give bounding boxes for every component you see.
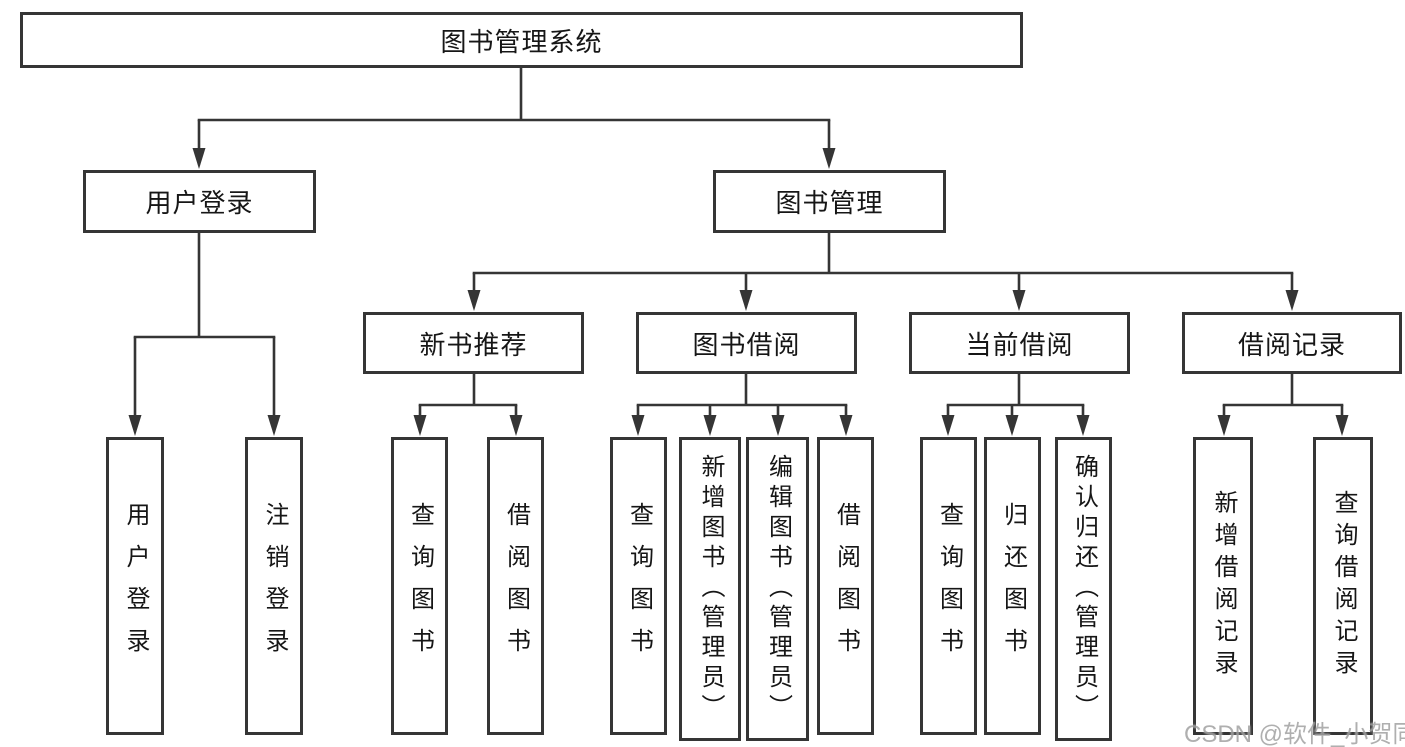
node-user-login-branch: 用户登录 [83, 170, 316, 233]
node-root-label: 图书管理系统 [440, 26, 603, 57]
leaf-edit-books-admin: 编辑图书（管理员） [746, 437, 809, 741]
node-label: 用户登录 [145, 188, 254, 218]
node-label: 当前借阅 [965, 329, 1074, 360]
leaf-label: 新增图书（管理员） [697, 454, 724, 724]
leaf-label: 注销登录 [261, 502, 288, 670]
leaf-borrow-books: 借阅图书 [817, 437, 874, 735]
node-borrow-records: 借阅记录 [1182, 312, 1402, 374]
leaf-confirm-return-admin: 确认归还（管理员） [1055, 437, 1112, 741]
node-current-borrow: 当前借阅 [909, 312, 1130, 374]
leaf-logout: 注销登录 [245, 437, 303, 735]
leaf-label: 查询借阅记录 [1330, 490, 1357, 682]
leaf-query-books: 查询图书 [610, 437, 667, 735]
leaf-add-books-admin: 新增图书（管理员） [679, 437, 741, 741]
node-new-book-recommend: 新书推荐 [363, 312, 584, 374]
leaf-label: 新增借阅记录 [1210, 490, 1237, 682]
leaf-query-books: 查询图书 [920, 437, 977, 735]
leaf-add-borrow-record: 新增借阅记录 [1193, 437, 1253, 735]
leaf-query-books: 查询图书 [391, 437, 448, 735]
node-book-management-branch: 图书管理 [713, 170, 946, 233]
node-label: 借阅记录 [1237, 329, 1346, 360]
leaf-label: 用户登录 [122, 502, 149, 670]
csdn-watermark: CSDN @软件_小贺同学 [1184, 721, 1405, 747]
leaf-label: 借阅图书 [502, 502, 530, 670]
node-root: 图书管理系统 [20, 12, 1023, 68]
leaf-label: 查询图书 [406, 502, 434, 670]
leaf-borrow-books: 借阅图书 [487, 437, 544, 735]
leaf-label: 归还图书 [999, 502, 1027, 670]
node-label: 图书管理 [775, 188, 884, 218]
leaf-label: 查询图书 [935, 502, 963, 670]
node-label: 图书借阅 [692, 329, 801, 360]
leaf-label: 确认归还（管理员） [1070, 454, 1098, 724]
leaf-label: 编辑图书（管理员） [764, 454, 792, 724]
leaf-label: 借阅图书 [832, 502, 860, 670]
leaf-query-borrow-record: 查询借阅记录 [1313, 437, 1373, 735]
leaf-return-books: 归还图书 [984, 437, 1041, 735]
leaf-user-login: 用户登录 [106, 437, 164, 735]
node-book-borrow: 图书借阅 [636, 312, 857, 374]
node-label: 新书推荐 [419, 329, 528, 360]
leaf-label: 查询图书 [625, 502, 653, 670]
